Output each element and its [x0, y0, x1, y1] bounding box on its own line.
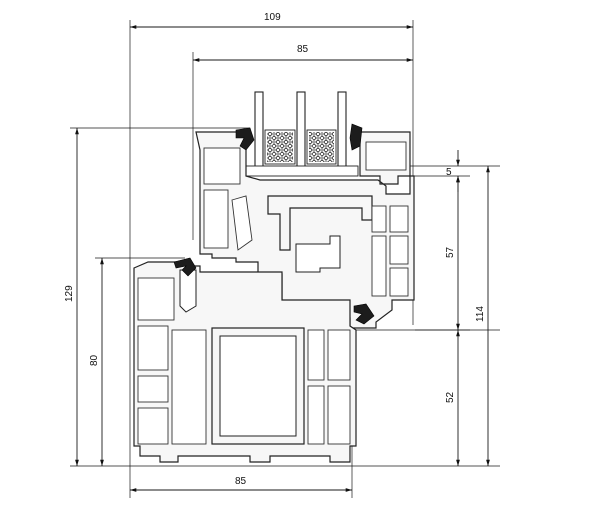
dim-overall-height: 129 — [64, 285, 75, 302]
dim-lower-height: 52 — [445, 391, 456, 403]
sash-profile — [195, 131, 415, 329]
frame-profile — [133, 261, 357, 463]
extension-lines — [70, 20, 500, 498]
dim-upper-height: 57 — [445, 246, 456, 258]
gaskets — [173, 123, 375, 325]
dim-frame-width: 85 — [235, 476, 247, 487]
dim-total-height: 114 — [475, 306, 486, 322]
dim-overall-width: 109 — [264, 12, 281, 23]
dim-offset: 5 — [446, 167, 452, 178]
dimension-lines — [75, 25, 490, 492]
glazing-unit — [245, 91, 359, 189]
dim-frame-height: 80 — [89, 354, 100, 366]
dimension-labels: 109 85 85 129 80 114 57 52 5 — [64, 12, 486, 487]
dim-sash-width: 85 — [297, 44, 309, 55]
